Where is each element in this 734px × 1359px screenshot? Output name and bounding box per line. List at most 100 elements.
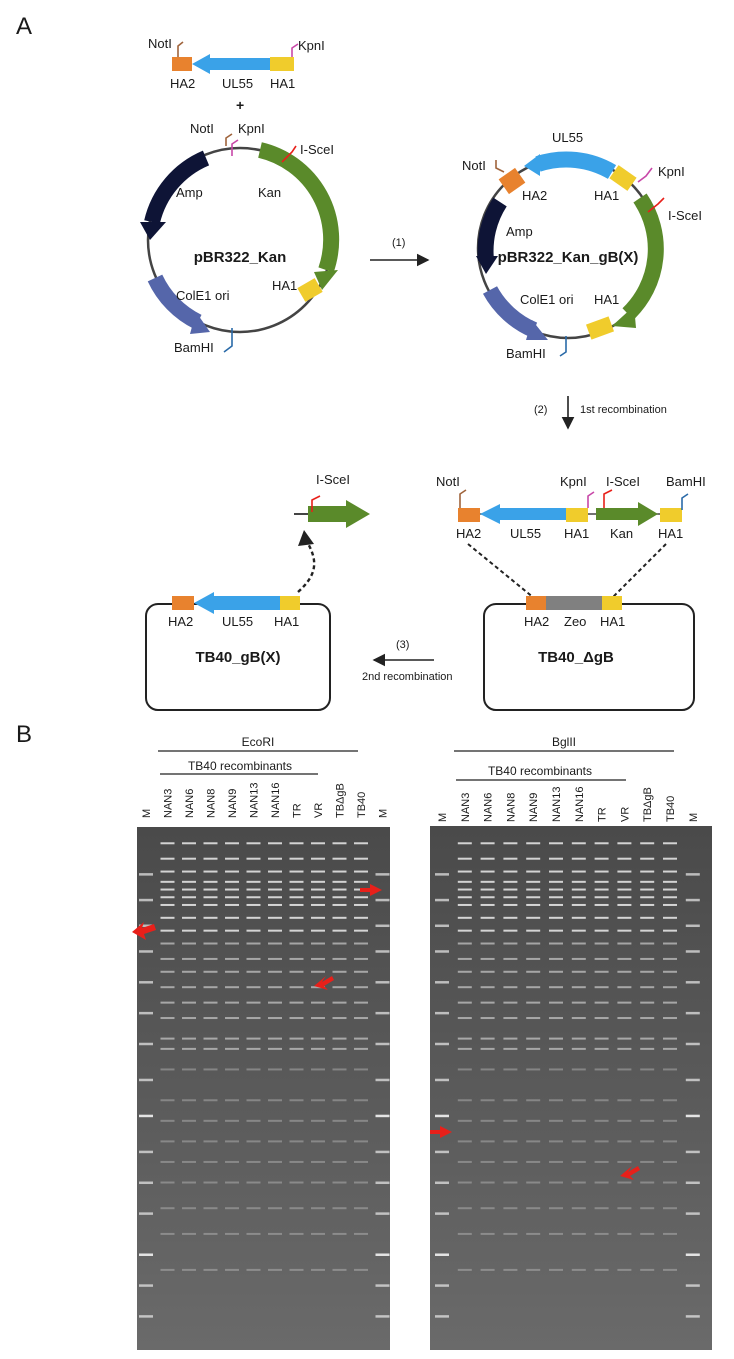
- gel-band: [617, 929, 632, 932]
- cassette-ul55: [480, 504, 566, 524]
- gel-1-image: [137, 827, 390, 1350]
- gel-band: [503, 970, 518, 973]
- gel-2-lane-label: NAN9: [528, 793, 540, 822]
- cassette-ha1-a-label: HA1: [564, 526, 589, 541]
- step-1-label: (1): [392, 237, 405, 249]
- gel-band: [503, 880, 518, 883]
- gel-1-red-arrow-mid: [314, 976, 334, 990]
- gel-band: [457, 896, 472, 899]
- gel-band: [182, 842, 196, 845]
- gel-2-group-label: TB40 recombinants: [488, 764, 592, 778]
- gel-band: [354, 1207, 368, 1210]
- gel-band: [182, 1001, 196, 1004]
- gel-band: [457, 929, 472, 932]
- gel-band: [203, 870, 218, 873]
- gel-band: [480, 1268, 495, 1271]
- p2-kpni-label: KpnI: [658, 164, 685, 179]
- gel-band: [549, 1037, 563, 1040]
- gel-band: [160, 1232, 175, 1235]
- gel-band: [182, 880, 196, 883]
- gel-2-lane-label: M: [688, 813, 700, 822]
- cassette-noti-site: [459, 489, 467, 508]
- gel-band: [571, 1181, 586, 1184]
- gel-band: [503, 1207, 518, 1210]
- insert-ha1-label: HA1: [270, 76, 295, 91]
- gel-band: [246, 896, 261, 899]
- gel-band: [457, 903, 472, 906]
- gel-band: [457, 857, 472, 860]
- gel-1-lane-label: TB40: [356, 792, 368, 818]
- gel-band: [663, 970, 677, 973]
- p1-iscei-site: [281, 145, 297, 163]
- gel-band: [246, 957, 261, 960]
- amp-gene: [144, 150, 210, 225]
- gel-band: [375, 1114, 390, 1118]
- gel-band: [663, 1207, 677, 1210]
- gel-2-lane-label: TR: [597, 807, 609, 822]
- gel-band: [594, 870, 609, 873]
- gel-band: [182, 903, 196, 906]
- gel-band: [203, 1140, 218, 1143]
- p2-cole1-arrowhead: [526, 320, 548, 340]
- gel-band: [457, 916, 472, 919]
- gel-band: [225, 842, 239, 845]
- p2-iscei-label: I-SceI: [668, 208, 702, 223]
- p2-noti-label: NotI: [462, 158, 486, 173]
- gel-band: [480, 1047, 495, 1050]
- gel-band: [225, 1181, 239, 1184]
- gel-band: [685, 981, 700, 984]
- gel-band: [139, 981, 153, 984]
- gel-band: [225, 1207, 239, 1210]
- gel-band: [268, 1068, 282, 1071]
- gel-band: [139, 873, 153, 876]
- gel-band: [549, 1268, 563, 1271]
- gel-band: [225, 1140, 239, 1143]
- gel-band: [617, 1099, 632, 1102]
- gel-1-lane-label: TBΔgB: [335, 783, 347, 818]
- gel-band: [160, 1047, 175, 1050]
- gel-band: [526, 1017, 541, 1020]
- gel-band: [457, 942, 472, 945]
- gel-band: [139, 1078, 153, 1082]
- gel-band: [182, 1017, 196, 1020]
- gel-band: [663, 870, 677, 873]
- gel-band: [203, 1037, 218, 1040]
- gel-band: [268, 870, 282, 873]
- gel-band: [549, 1119, 563, 1122]
- p2-amp-label: Amp: [506, 224, 533, 239]
- gel-band: [457, 1160, 472, 1163]
- gel-band: [503, 888, 518, 891]
- gel-band: [457, 1232, 472, 1235]
- gel-band: [225, 1268, 239, 1271]
- gel-band: [526, 880, 541, 883]
- gel-band: [571, 929, 586, 932]
- gel-band: [311, 1207, 325, 1210]
- gel-band: [225, 1047, 239, 1050]
- gel-band: [571, 857, 586, 860]
- gel-band: [332, 1207, 347, 1210]
- gel-band: [549, 1207, 563, 1210]
- gel-band: [480, 986, 495, 989]
- cassette-ha1-b: [660, 508, 682, 522]
- gel-band: [663, 857, 677, 860]
- gel-band: [640, 888, 655, 891]
- gel-band: [268, 857, 282, 860]
- gel-band: [549, 1099, 563, 1102]
- gel-band: [332, 986, 347, 989]
- cassette-kpni-site: [587, 491, 595, 508]
- gel-band: [182, 1207, 196, 1210]
- gel-band: [289, 903, 304, 906]
- gel-band: [268, 842, 282, 845]
- gel-1-lane-label: M: [141, 809, 153, 818]
- gel-band: [685, 1078, 700, 1082]
- gel-band: [182, 1181, 196, 1184]
- gel-band: [640, 1119, 655, 1122]
- p2-name: pBR322_Kan_gB(X): [498, 249, 639, 266]
- gel-band: [246, 880, 261, 883]
- gel-band: [640, 957, 655, 960]
- gel-band: [457, 970, 472, 973]
- gel-band: [354, 1232, 368, 1235]
- gel-band: [268, 1140, 282, 1143]
- gel-band: [526, 986, 541, 989]
